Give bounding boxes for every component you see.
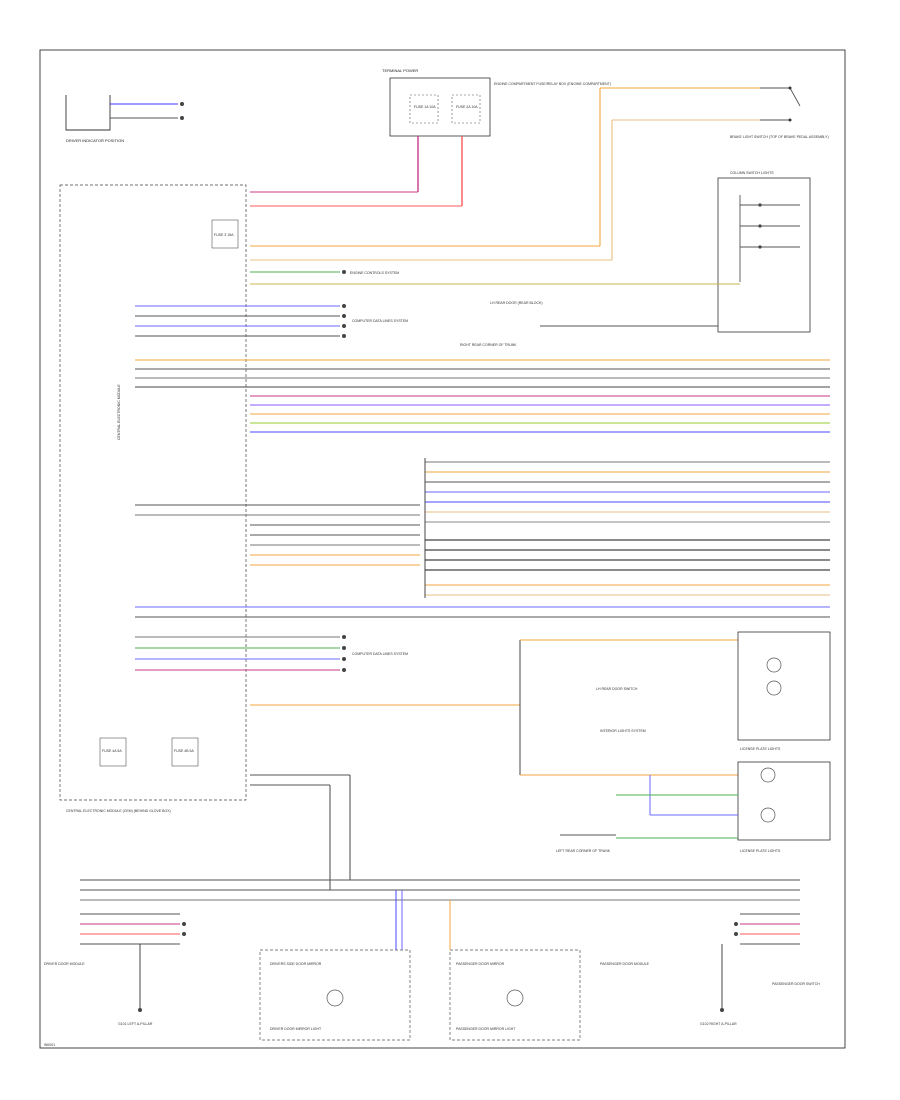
brake-switch: BRAKE LIGHT SWITCH (TOP OF BRAKE PEDAL A… — [599, 86, 829, 260]
door-modules: DRIVER DOOR MODULE G101 LEFT A-PILLAR DR… — [44, 879, 820, 1041]
driver-mirror-light-label: DRIVER DOOR MIRROR LIGHT — [270, 1027, 322, 1031]
passenger-mirror-light-label: PASSENGER DOOR MIRROR LIGHT — [456, 1027, 516, 1031]
driver-door-label: DRIVER DOOR MODULE — [44, 962, 85, 966]
right-rear-label: LEFT REAR CORNER OF TRUNK — [556, 849, 611, 853]
passenger-module-label: PASSENGER DOOR MODULE — [600, 962, 650, 966]
passenger-door-label: PASSENGER DOOR SWITCH — [772, 982, 820, 986]
lower-fuses: FUSE 4A 5A FUSE 4B 5A — [99, 737, 351, 890]
can-system-2-label: COMPUTER DATA LINES SYSTEM — [352, 652, 408, 656]
front-fuse-label: FUSE 3 15A — [214, 233, 234, 237]
ground-left-label: G101 LEFT A-PILLAR — [118, 1022, 153, 1026]
fuse-b-label: FUSE 2A 10A — [456, 105, 478, 109]
engine-controls-lines: ENGINE CONTROLS SYSTEM — [250, 245, 740, 285]
can-system-1-label: COMPUTER DATA LINES SYSTEM — [352, 319, 408, 323]
license-2-label: LICENSE PLATE LIGHTS — [740, 849, 781, 853]
lower-fuse-b: FUSE 4B 5A — [174, 749, 195, 753]
column-switch-label: COLUMN SWITCH LIGHTS — [730, 171, 774, 175]
trunk-label: LH REAR DOOR SWITCH — [596, 687, 638, 691]
passenger-mirror-label: PASSENGER DOOR MIRROR — [456, 962, 505, 966]
cem-label: CENTRAL ELECTRONIC MODULE — [117, 384, 121, 440]
trunk-area: LH REAR DOOR SWITCH INTERIOR LIGHTS SYST… — [250, 631, 831, 853]
terminal-power-title: TERMINAL POWER — [382, 68, 418, 73]
engine-system-label: ENGINE CONTROLS SYSTEM — [350, 271, 399, 275]
terminal-power-box: TERMINAL POWER FUSE 1A 10A FUSE 2A 10A E… — [250, 68, 611, 207]
left-rear-note: RIGHT REAR CORNER OF TRUNK — [460, 343, 517, 347]
diagram-frame — [39, 49, 846, 1049]
left-rear-label: LH REAR DOOR (REAR BLOCK) — [490, 301, 543, 305]
driver-indicator-label: DRIVER INDICATOR POSITION — [66, 138, 124, 143]
data-lines-1: COMPUTER DATA LINES SYSTEM LH REAR DOOR … — [135, 301, 718, 347]
fuse-a-label: FUSE 1A 10A — [414, 105, 436, 109]
driver-indicator-component: DRIVER INDICATOR POSITION — [65, 95, 184, 143]
cem-box: CENTRAL ELECTRONIC MODULE CENTRAL ELECTR… — [59, 184, 247, 813]
cem-location-label: CENTRAL ELECTRONIC MODULE (CEM) (BEHIND … — [66, 809, 171, 813]
brake-switch-label: BRAKE LIGHT SWITCH (TOP OF BRAKE PEDAL A… — [730, 135, 829, 139]
license-1-label: LICENSE PLATE LIGHTS — [740, 747, 781, 751]
column-switch-box: COLUMN SWITCH LIGHTS — [717, 171, 811, 333]
color-bus-1 — [135, 359, 830, 433]
driver-mirror-label: DRIVERS SIDE DOOR MIRROR — [270, 962, 322, 966]
lower-fuse-a: FUSE 4A 5A — [102, 749, 122, 753]
diagram-code: W0001 — [44, 1043, 55, 1047]
ground-right-label: G102 RIGHT A-PILLAR — [700, 1022, 737, 1026]
interior-system-label: INTERIOR LIGHTS SYSTEM — [600, 729, 646, 733]
power-panel-label: ENGINE COMPARTMENT FUSE/RELAY BOX (ENGIN… — [494, 82, 611, 86]
color-bus-2 — [135, 458, 830, 598]
color-bus-3: COMPUTER DATA LINES SYSTEM — [135, 606, 830, 672]
